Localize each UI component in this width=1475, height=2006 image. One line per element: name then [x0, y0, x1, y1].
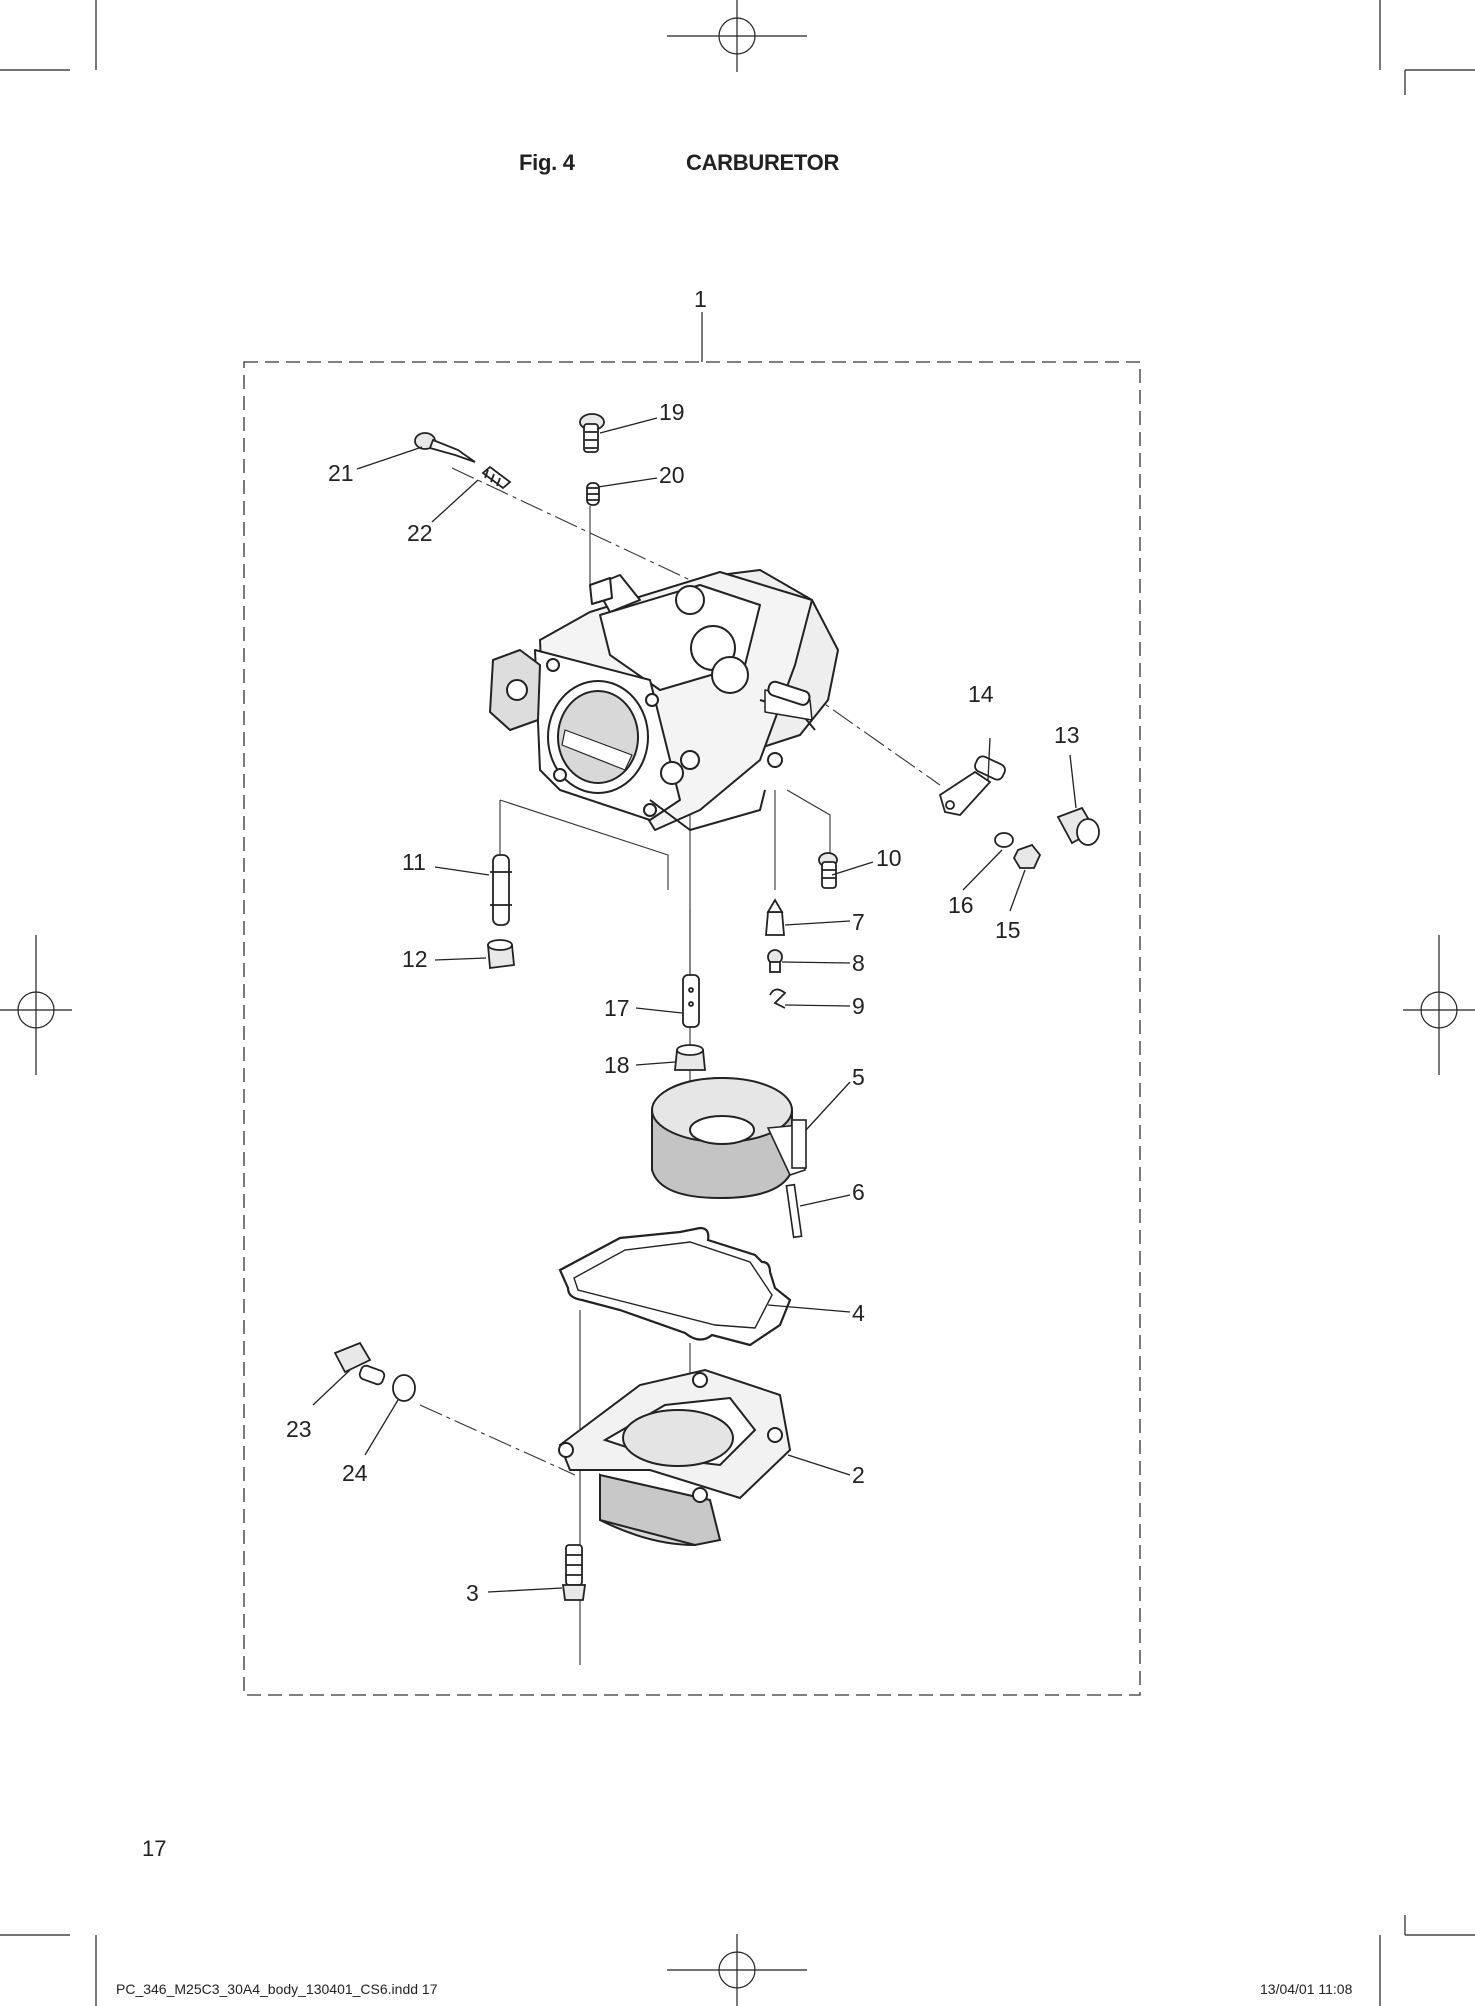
lever-part [938, 755, 1006, 816]
screw-8-part [767, 949, 783, 973]
pilot-spring-part [481, 465, 512, 490]
callout-3: 3 [466, 1580, 479, 1606]
callout-21: 21 [328, 460, 354, 486]
callout-19: 19 [659, 399, 685, 425]
callout-1: 1 [694, 286, 707, 312]
main-nozzle-part [682, 974, 700, 1028]
gasket-inner-edge [573, 1241, 773, 1329]
jet-12-part [487, 939, 515, 970]
float-part [651, 1076, 807, 1200]
main-jet-part [674, 1044, 706, 1071]
callout-17: 17 [604, 995, 630, 1021]
callout-8: 8 [852, 950, 865, 976]
callout-4: 4 [852, 1300, 865, 1326]
clip-part [769, 988, 787, 1009]
slug-file-name: PC_346_M25C3_30A4_body_130401_CS6.indd 1… [116, 1981, 438, 1997]
callout-13: 13 [1054, 722, 1080, 748]
bolt-10-part [818, 852, 838, 889]
assembly-boundary [243, 312, 1141, 1696]
callout-6: 6 [852, 1179, 865, 1205]
drain-screw-part [333, 1341, 386, 1386]
figure-number: Fig. 4 [519, 150, 575, 175]
small-parts [333, 413, 1100, 1601]
page-number: 17 [142, 1836, 167, 1861]
callout-10: 10 [876, 845, 902, 871]
callout-15: 15 [995, 917, 1021, 943]
callout-24: 24 [342, 1460, 368, 1486]
callout-9: 9 [852, 993, 865, 1019]
callout-labels: 1 2 3 4 5 6 7 8 9 10 11 12 13 14 15 16 1… [286, 286, 1080, 1606]
washer-part [994, 832, 1014, 848]
leader-lines [312, 417, 1077, 1593]
callout-20: 20 [659, 462, 685, 488]
float-chamber-part [558, 1368, 792, 1547]
pilot-screw-part [414, 432, 476, 463]
nipple-part [490, 854, 512, 926]
carburetor-body [489, 569, 839, 831]
callout-2: 2 [852, 1462, 865, 1488]
spring-part [586, 482, 600, 506]
figure-title: CARBURETOR [686, 150, 840, 175]
callout-12: 12 [402, 946, 428, 972]
callout-18: 18 [604, 1052, 630, 1078]
throttle-stop-screw-part [579, 413, 605, 453]
callout-23: 23 [286, 1416, 312, 1442]
nut-part [1012, 843, 1042, 869]
callout-14: 14 [968, 681, 994, 707]
float-pin-part [785, 1183, 803, 1239]
callout-5: 5 [852, 1064, 865, 1090]
callout-11: 11 [402, 849, 426, 875]
gasket-part [558, 1226, 792, 1347]
o-ring-part [392, 1374, 416, 1402]
callout-7: 7 [852, 909, 865, 935]
needle-valve-part [765, 898, 785, 936]
cap-part [1056, 806, 1100, 846]
slug-date: 13/04/01 11:08 [1260, 1981, 1353, 1997]
chamber-screw-part [561, 1544, 587, 1601]
callout-22: 22 [407, 520, 433, 546]
callout-16: 16 [948, 892, 974, 918]
